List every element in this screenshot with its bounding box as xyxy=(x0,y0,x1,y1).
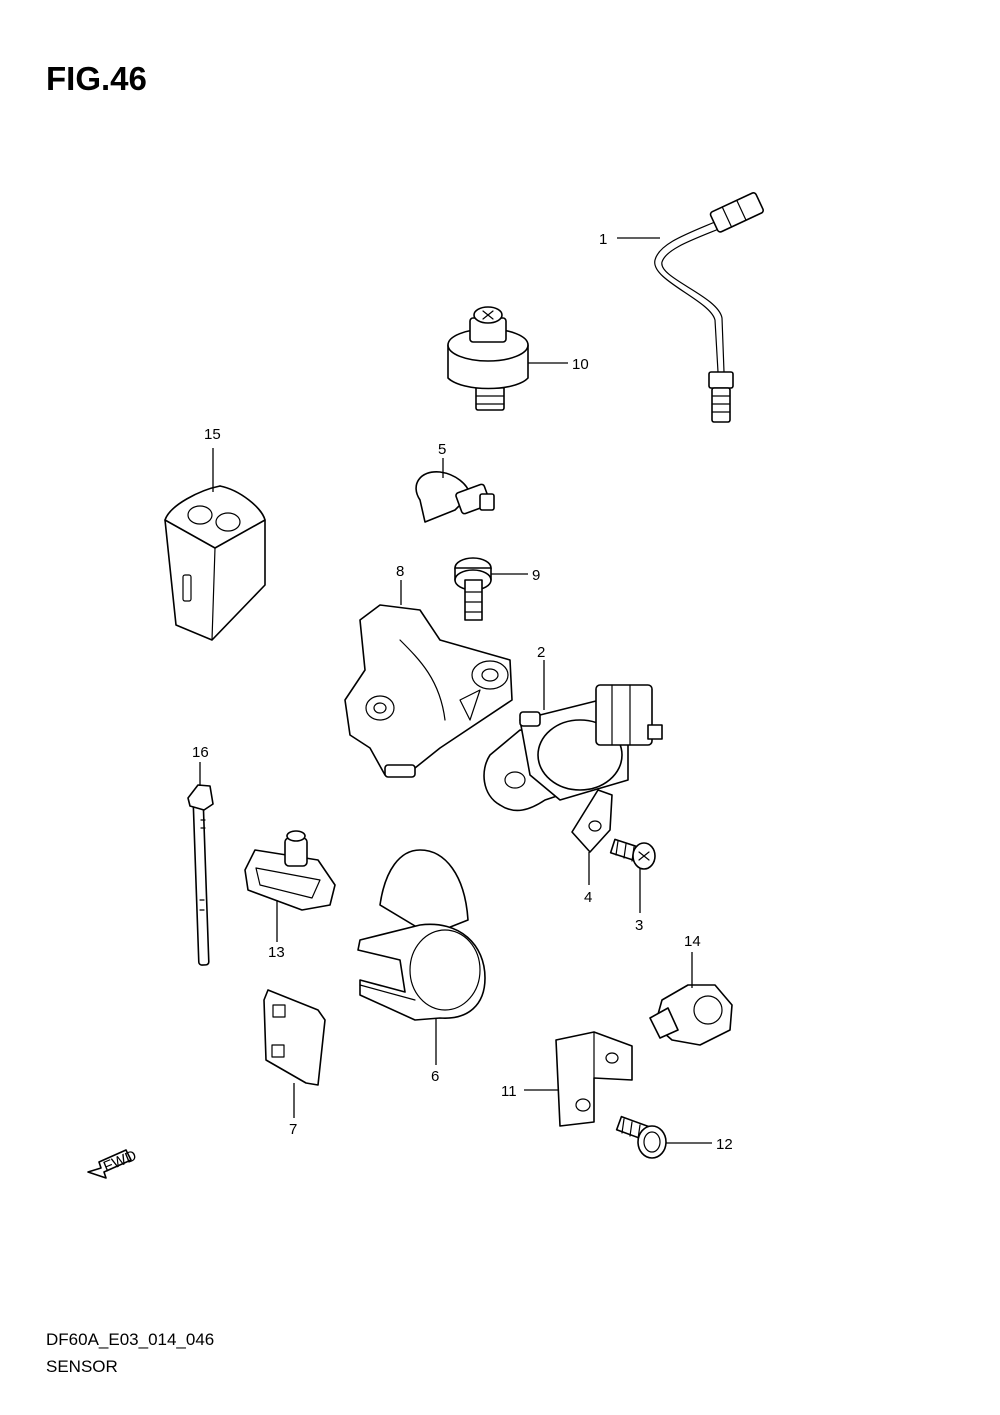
part-1-sensor-lead xyxy=(654,192,764,423)
callout-labels: 1 2 3 4 5 6 7 8 9 10 11 12 13 14 15 16 xyxy=(192,231,733,1153)
callout-10: 10 xyxy=(572,356,589,373)
part-4-plate xyxy=(571,789,613,853)
callout-12: 12 xyxy=(716,1136,733,1153)
figure-name: SENSOR xyxy=(46,1357,118,1376)
callout-15: 15 xyxy=(204,426,221,443)
part-12-bolt xyxy=(615,1115,667,1159)
callout-13: 13 xyxy=(268,944,285,961)
part-14-clip xyxy=(649,984,733,1046)
fwd-arrow-icon: FWD xyxy=(87,1147,139,1179)
callout-5: 5 xyxy=(438,441,446,458)
part-2-sensor-body xyxy=(483,684,663,812)
callout-2: 2 xyxy=(537,644,545,661)
part-3-screw xyxy=(609,838,656,870)
part-11-bracket xyxy=(555,1031,633,1127)
callout-4: 4 xyxy=(584,889,592,906)
part-8-bracket xyxy=(344,604,513,778)
part-6-clamp xyxy=(357,849,486,1021)
callout-6: 6 xyxy=(431,1068,439,1085)
part-9-bolt xyxy=(454,557,492,621)
callout-7: 7 xyxy=(289,1121,297,1138)
callout-3: 3 xyxy=(635,917,643,934)
fwd-label: FWD xyxy=(101,1147,139,1176)
callout-8: 8 xyxy=(396,563,404,580)
part-5-sensor xyxy=(415,471,495,523)
callout-9: 9 xyxy=(532,567,540,584)
part-7-pad xyxy=(263,989,326,1086)
part-15-holder xyxy=(164,485,266,641)
callout-11: 11 xyxy=(501,1083,517,1100)
part-16-cable-tie xyxy=(187,784,214,966)
part-13-clip xyxy=(244,830,336,911)
part-10-pressure-switch xyxy=(447,306,529,411)
figure-code: DF60A_E03_014_046 xyxy=(46,1330,215,1349)
callout-14: 14 xyxy=(684,933,701,950)
figure-title: FIG.46 xyxy=(46,60,147,97)
leader-lines xyxy=(199,237,712,1144)
callout-1: 1 xyxy=(599,231,607,248)
callout-16: 16 xyxy=(192,744,209,761)
